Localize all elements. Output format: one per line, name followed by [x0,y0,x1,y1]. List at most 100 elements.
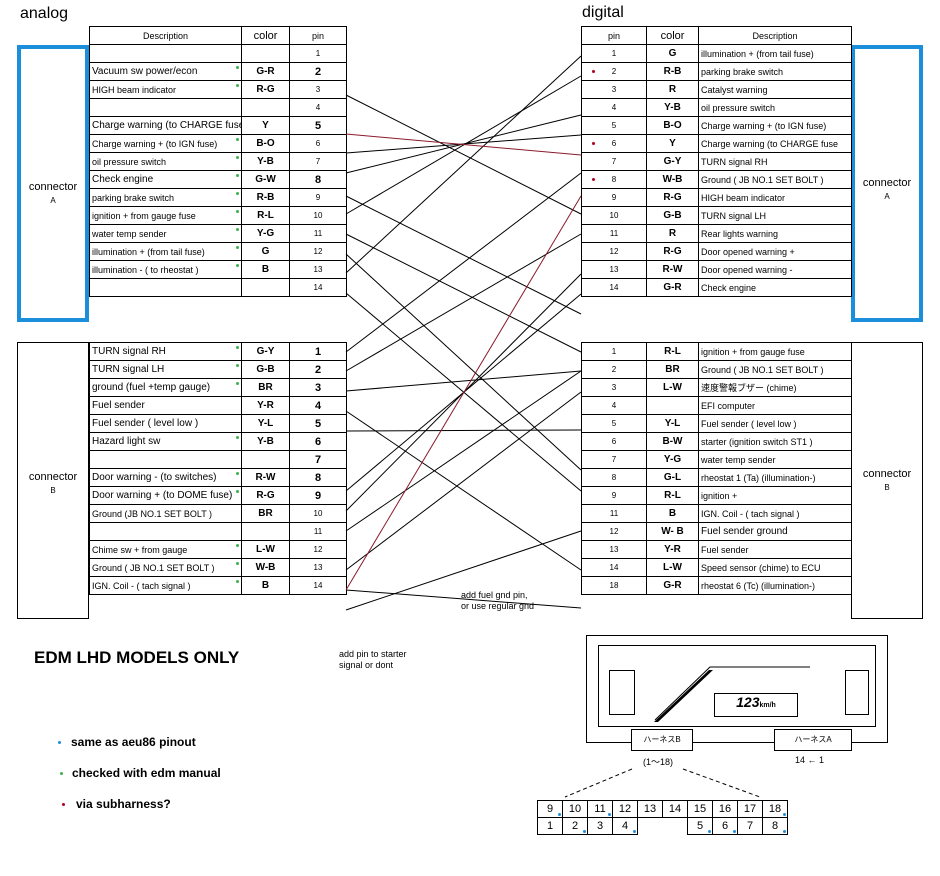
green-dot-icon [236,210,239,213]
legend-item-red: via subharness? [62,797,171,811]
row-pin: 18 [581,576,647,595]
grid-cell: 6 [712,817,738,835]
row-description: ground (fuel +temp gauge) [89,378,242,397]
green-dot-icon [236,138,239,141]
note-fuel-gnd: add fuel gnd pin,or use regular gnd [461,590,535,611]
grid-cell: 7 [737,817,763,835]
wire [345,410,582,571]
row-color: G-R [646,576,699,595]
blue-dot-icon [608,813,611,816]
green-dot-icon [236,84,239,87]
wire [345,233,582,353]
green-dot-icon [236,156,239,159]
green-dot-icon [236,264,239,267]
row-pin: 14 [289,278,347,297]
wire [345,195,582,315]
grid-cell: 8 [762,817,788,835]
red-dot-icon [592,178,595,181]
wire [345,233,582,372]
grid-gap [663,818,688,835]
row-pin: 11 [581,504,647,523]
red-dot-icon [62,803,65,807]
table-row: 14 [89,278,347,297]
red-dot-icon [592,70,595,73]
blue-dot-icon [708,830,711,833]
green-dot-icon [236,436,239,439]
row-pin: 14 [289,576,347,595]
cluster-right-gauge [845,670,869,715]
wire-red [345,195,582,591]
cluster-face [598,645,876,727]
grid-cell: 5 [687,817,713,835]
green-dot-icon [236,66,239,69]
harness-a-range: 14 ← 1 [795,755,825,765]
blue-dot-icon [733,830,736,833]
grid-cell: 17 [737,800,763,818]
legend-item-green: checked with edm manual [60,766,221,780]
grid-cell: 15 [687,800,713,818]
grid-cell: 9 [537,800,563,818]
green-dot-icon [236,174,239,177]
blue-dot-icon [633,830,636,833]
edm-title: EDM LHD MODELS ONLY [34,648,240,667]
blue-dot-icon [583,830,586,833]
row-pin: 13 [289,558,347,577]
green-dot-icon [60,772,63,776]
grid-cell: 16 [712,800,738,818]
grid-cell: 18 [762,800,788,818]
blue-dot-icon [558,813,561,816]
wire [345,429,582,432]
green-dot-icon [236,346,239,349]
speed-unit: km/h [759,702,776,709]
wire [345,253,582,471]
wire [345,94,582,215]
harness-a-connector: ハーネスA [774,729,852,751]
row-color: B [241,576,290,595]
row-color: G-R [646,278,699,297]
blue-dot-icon [783,813,786,816]
row-description: IGN. Coil - ( tach signal ) [89,576,242,595]
wire [345,370,582,532]
grid-cell: 2 [562,817,588,835]
green-dot-icon [236,544,239,547]
green-dot-icon [236,562,239,565]
table-row: 11 [89,522,347,541]
wire-red [345,133,582,156]
blue-dot-icon [783,830,786,833]
digital-title: digital [582,4,624,21]
wire [345,530,582,611]
grid-cell: 4 [612,817,638,835]
green-dot-icon [236,580,239,583]
cluster-outline [586,635,888,743]
analog-title: analog [20,5,69,22]
